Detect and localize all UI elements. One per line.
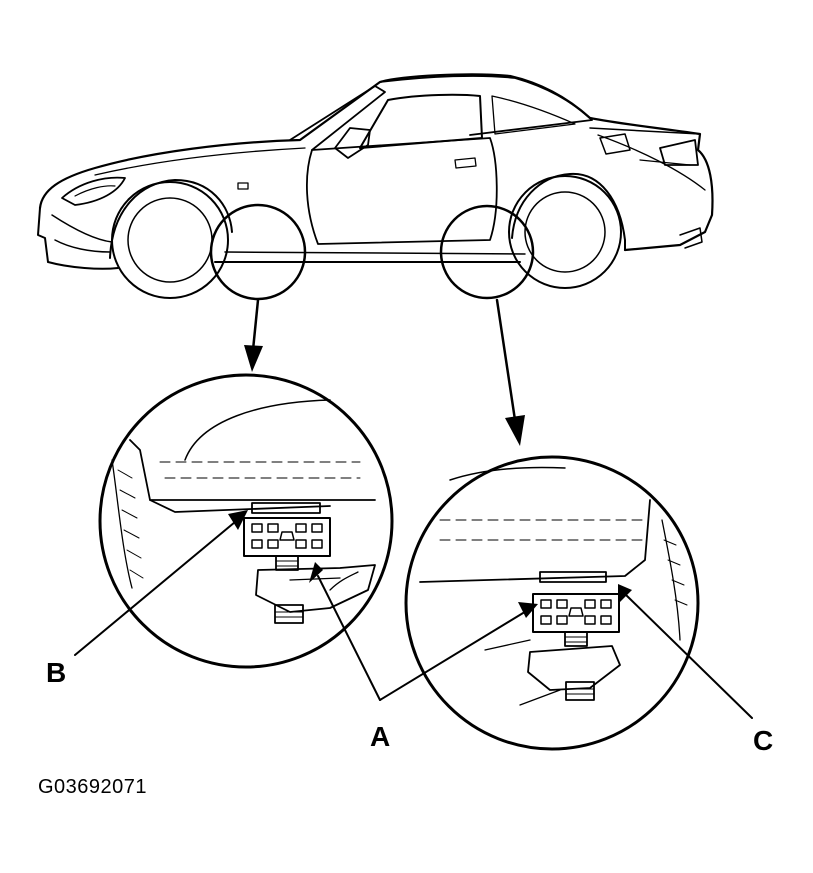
figure-id-label: G03692071: [38, 776, 148, 798]
rear-detail-arrow: [495, 298, 525, 446]
rear-jack-point-highlight: [439, 204, 535, 300]
callout-b: B: [46, 657, 66, 688]
leader-line-b: [74, 510, 248, 656]
front-detail-arrow: [244, 298, 263, 372]
car-illustration: [37, 73, 714, 299]
leader-line-a-rear: [379, 602, 538, 701]
callout-a: A: [370, 721, 390, 752]
rear-jack-point-detail: [404, 455, 700, 751]
callout-c: C: [753, 725, 773, 756]
leader-line-a-front: [309, 562, 381, 701]
leader-line-c: [618, 584, 753, 719]
front-jack-point-detail: [98, 373, 394, 669]
